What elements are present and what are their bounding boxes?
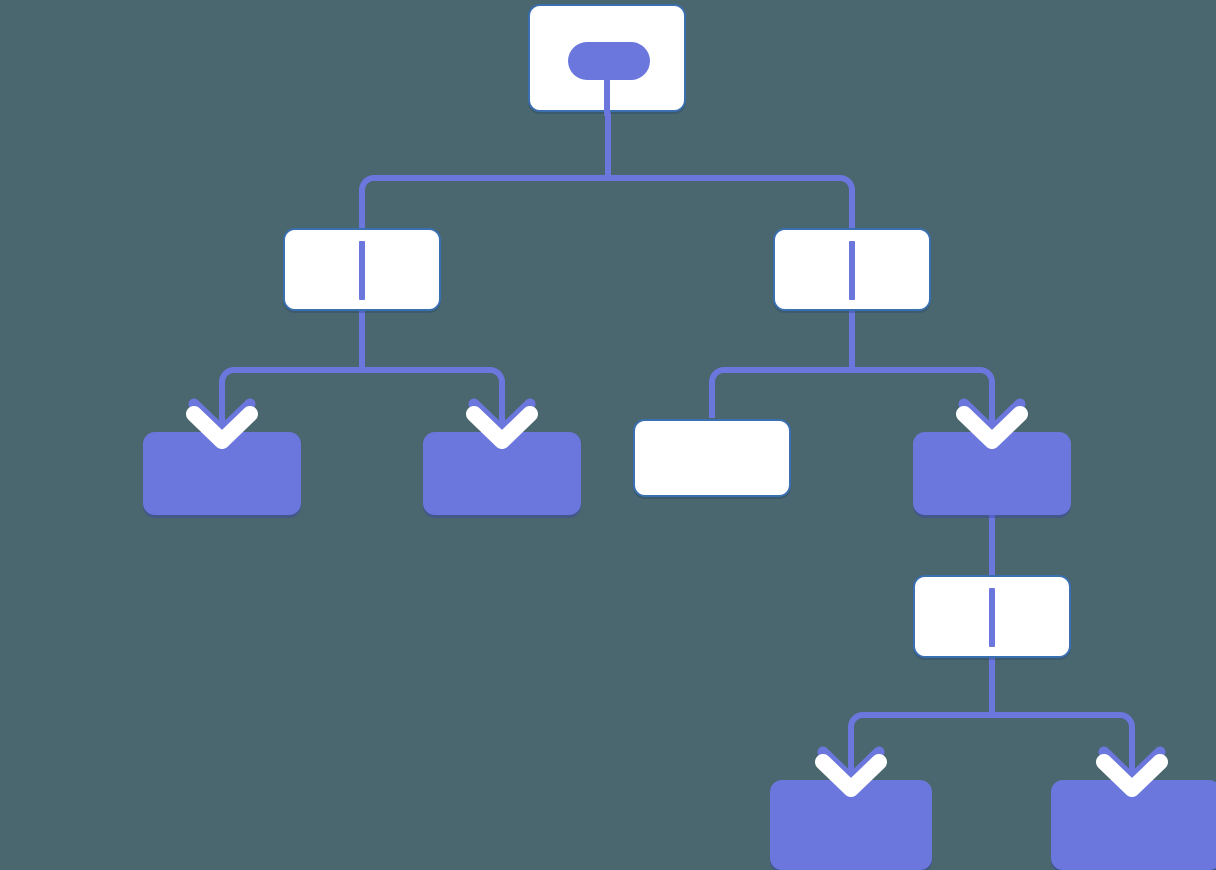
level5-leaf-b[interactable]: [1051, 780, 1216, 870]
level3-empty-white-leaf[interactable]: [633, 419, 791, 497]
level4-bar: [989, 588, 995, 647]
root-stem-bar: [604, 76, 610, 116]
level3-branch-node[interactable]: [913, 432, 1071, 515]
level3-leaf-b[interactable]: [423, 432, 581, 515]
level3-leaf-a[interactable]: [143, 432, 301, 515]
level4-white-node[interactable]: [913, 575, 1071, 658]
level2-right-node[interactable]: [773, 228, 931, 311]
root-pill-icon: [568, 42, 650, 80]
level2-left-bar: [359, 241, 365, 300]
root-node[interactable]: [528, 4, 686, 116]
level5-leaf-a[interactable]: [770, 780, 932, 870]
level2-right-bar: [849, 241, 855, 300]
level2-left-node[interactable]: [283, 228, 441, 311]
